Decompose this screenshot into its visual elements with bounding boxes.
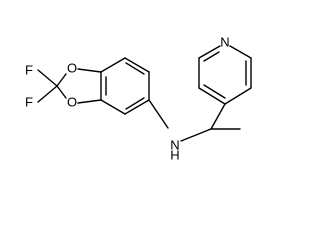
bond-o-top-cf2 — [56, 73, 67, 87]
atom-label-pyridine-nitrogen: N — [220, 34, 229, 49]
ethyl-branch — [210, 103, 241, 130]
atom-label-amine-hydrogen: H — [170, 147, 179, 162]
bond-c3a-o-top — [77, 68, 102, 73]
bond-c6-nh — [148, 99, 169, 129]
atom-label-fluorine-bottom: F — [25, 94, 33, 109]
bond-c-f-top — [37, 69, 58, 87]
double-bond-c6-c7-inner — [125, 97, 145, 110]
double-bond-py-c3-c4-inner — [203, 84, 226, 99]
bond-c7a-o-bottom — [77, 99, 102, 104]
bond-c6-c7 — [124, 99, 150, 115]
benzene-ring — [100, 57, 150, 115]
bond-c3a-c4 — [100, 57, 126, 73]
bond-py-c4-c3 — [198, 87, 226, 105]
bond-py-c2-n1 — [198, 45, 221, 59]
bond-o-bottom-cf2 — [56, 85, 67, 99]
amine-linker — [148, 99, 212, 142]
bond-c7-c7a — [100, 99, 126, 115]
bond-py-c5-c4 — [224, 87, 252, 105]
atom-label-amine-nitrogen: N — [170, 137, 179, 152]
dioxole-ring — [56, 68, 102, 104]
double-bond-py-c2-n1-inner — [203, 51, 220, 62]
bond-ch-pyridine — [210, 103, 226, 130]
bond-py-n1-c6 — [229, 45, 252, 59]
double-bond-c4-c5-inner — [125, 62, 145, 75]
atom-label-oxygen-bottom: O — [67, 94, 77, 109]
atom-label-oxygen-top: O — [67, 60, 77, 75]
difluoro-group — [37, 69, 58, 103]
bond-c-f-bottom — [37, 85, 58, 103]
bond-nh-ch — [180, 128, 212, 142]
pyridine-ring — [198, 45, 252, 105]
bond-c4-c5 — [124, 57, 150, 73]
chemical-structure: F F O O N H N — [25, 34, 252, 162]
atom-labels: F F O O N H N — [25, 34, 230, 162]
atom-label-fluorine-top: F — [25, 62, 33, 77]
